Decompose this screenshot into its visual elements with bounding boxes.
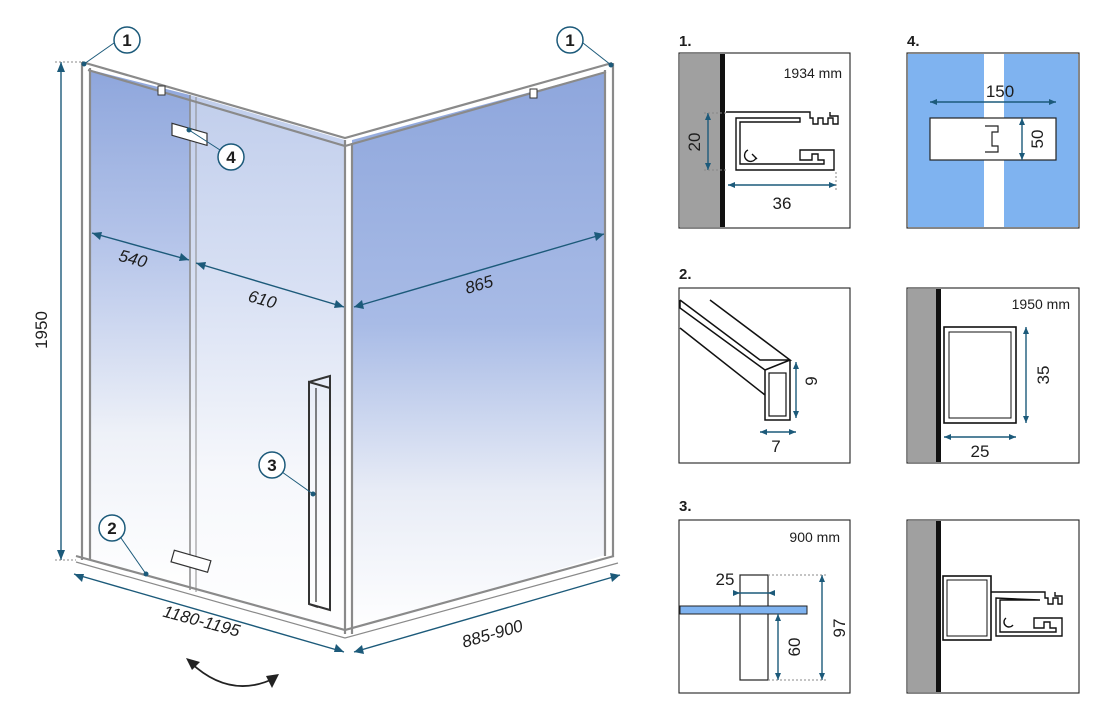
svg-text:3.: 3. [679,498,692,515]
height-dim: 1950 [32,311,51,349]
svg-text:2: 2 [107,519,116,538]
svg-text:3: 3 [267,456,276,475]
callouts: 1 1 2 3 4 [81,26,614,577]
svg-text:60: 60 [785,638,804,657]
svg-text:1950 mm: 1950 mm [1012,296,1070,312]
svg-text:25: 25 [716,570,735,589]
svg-text:4: 4 [226,148,236,167]
detail-5: 1950 mm 35 25 [906,287,1080,464]
enclosure [75,60,619,639]
svg-text:35: 35 [1034,366,1053,385]
svg-text:2.: 2. [679,266,692,283]
svg-text:1.: 1. [679,33,692,50]
door-glass [190,95,345,632]
svg-text:900 mm: 900 mm [789,529,840,545]
svg-text:7: 7 [771,437,780,456]
callout-1-right [556,26,584,54]
top-clip-right [529,88,538,99]
svg-text:1: 1 [565,31,574,50]
svg-text:150: 150 [986,82,1014,101]
detail-4: 4. 150 50 [906,33,1080,229]
detail-1: 1. 1934 mm 20 36 [678,33,851,229]
bottom-hinge [170,549,212,574]
side-glass-panel [352,72,605,632]
top-clip-left [157,85,166,96]
callout-3 [258,451,286,479]
svg-text:4.: 4. [907,33,920,50]
callout-4 [217,143,245,171]
svg-text:97: 97 [830,619,849,638]
detail-3: 3. 900 mm 25 60 97 [678,498,851,694]
detail-6 [906,519,1080,694]
svg-text:25: 25 [971,442,990,461]
door-handle [308,374,331,612]
svg-text:36: 36 [773,194,792,213]
left-glass-panel [91,70,190,590]
svg-text:9: 9 [802,376,821,385]
side-width-dim: 885-900 [460,616,526,652]
svg-text:1934 mm: 1934 mm [784,65,842,81]
svg-text:1: 1 [122,31,131,50]
front-width-dim: 1180-1195 [161,602,243,641]
callout-2 [98,514,126,542]
detail-2: 2. 9 7 [678,266,851,464]
svg-text:50: 50 [1028,130,1047,149]
callout-1-left [113,26,141,54]
svg-text:20: 20 [685,133,704,152]
swing-arrow [189,661,276,687]
